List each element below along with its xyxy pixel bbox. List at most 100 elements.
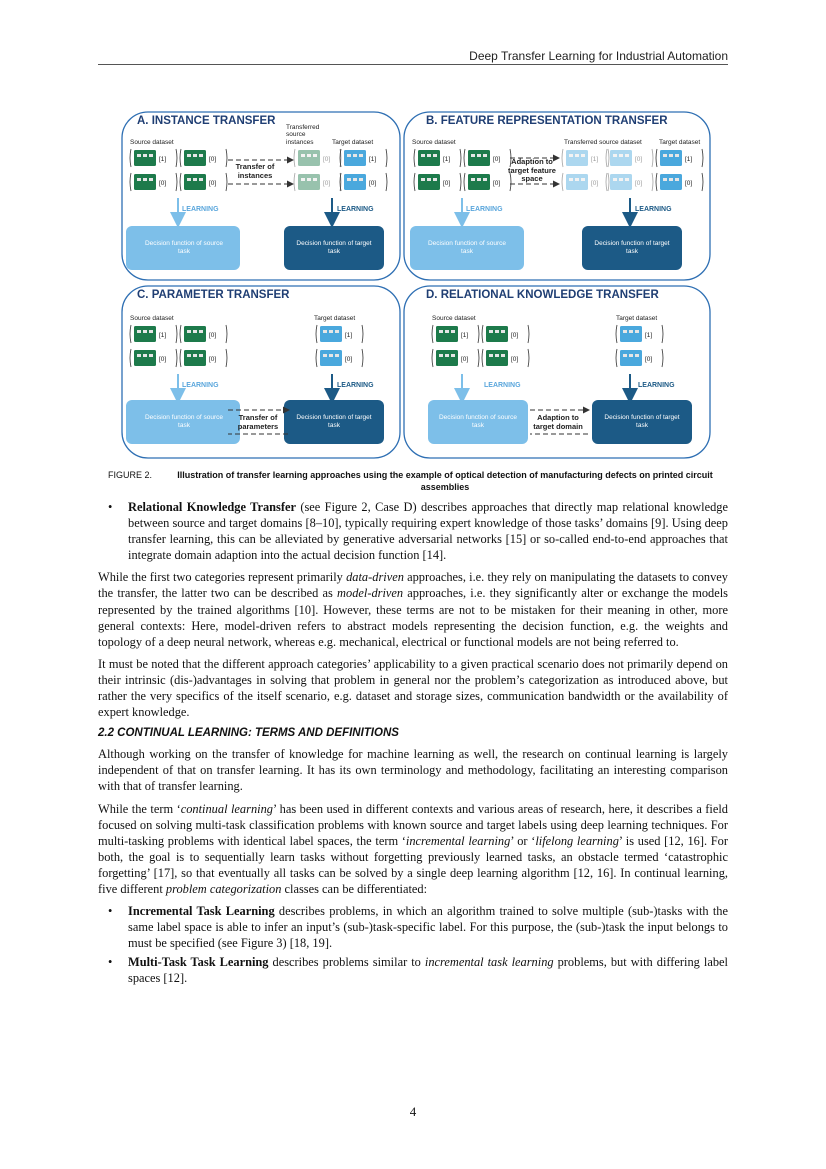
circuit-board-icon: [0] <box>339 172 388 192</box>
circuit-board-icon: [1] <box>129 148 178 168</box>
class-label: [0] <box>511 332 518 339</box>
class-label: [0] <box>591 180 598 187</box>
panel-d-source-label: Source dataset <box>432 315 476 322</box>
class-label: [1] <box>645 332 652 339</box>
bullet-term: Relational Knowledge Transfer <box>128 500 296 514</box>
class-label: [1] <box>461 332 468 339</box>
circuit-board-icon: [0] <box>179 324 228 344</box>
emphasis-data-driven: data-driven <box>346 570 404 585</box>
class-label: [0] <box>369 180 376 187</box>
class-label: [1] <box>345 332 352 339</box>
panel-b-target-decision-box <box>582 226 682 270</box>
panel-a-arrow-label: Transfer of instances <box>235 162 275 180</box>
circuit-board-icon: [0] <box>615 348 664 368</box>
class-label: [0] <box>493 156 500 163</box>
circuit-board-icon: [1] <box>339 148 388 168</box>
panel-c-box-right-text: Decision function of target task <box>296 414 372 430</box>
panel-b-middle-label: Transferred source dataset <box>564 139 642 146</box>
class-label: [0] <box>685 180 692 187</box>
panel-d-learning-right: LEARNING <box>638 382 675 389</box>
panel-b-box-right-text: Decision function of target task <box>594 240 670 256</box>
panel-d-source-decision-box <box>428 400 528 444</box>
paragraph-continual-terms: While the term ‘continual learning’ has … <box>98 801 729 896</box>
emphasis-model-driven: model-driven <box>337 586 404 601</box>
class-label: [1] <box>685 156 692 163</box>
circuit-board-icon: [0] <box>561 172 610 192</box>
circuit-board-icon: [1] <box>655 148 704 168</box>
panel-c-arrow-label: Transfer of parameters <box>237 413 279 431</box>
panel-a-middle-label: Transferred source instances <box>286 124 320 146</box>
panel-b-source-label: Source dataset <box>412 139 456 146</box>
figure-2: [1] [0] [0] [0] [0] [0] [1] [0] [1] [0] [0] [0] [1] [… <box>120 110 712 462</box>
panel-a-source-decision-box <box>126 226 240 270</box>
section-heading: 2.2 CONTINUAL LEARNING: TERMS AND DEFINI… <box>98 727 399 740</box>
class-label: [0] <box>159 356 166 363</box>
circuit-board-icon: [0] <box>179 348 228 368</box>
class-label: [0] <box>323 156 330 163</box>
class-label: [1] <box>443 156 450 163</box>
circuit-board-icon: [0] <box>431 348 480 368</box>
caption-text: Illustration of transfer learning approa… <box>177 470 713 492</box>
class-label: [1] <box>591 156 598 163</box>
panel-b-target-label: Target dataset <box>659 139 701 146</box>
bullet-incremental-task-learning: Incremental Task Learning describes prob… <box>98 903 728 951</box>
class-label: [1] <box>159 156 166 163</box>
circuit-board-icon: [0] <box>315 348 364 368</box>
caption-number: FIGURE 2. <box>108 470 153 480</box>
panel-a-learning-left: LEARNING <box>182 206 219 213</box>
class-label: [0] <box>209 332 216 339</box>
paragraph-applicability: It must be noted that the different appr… <box>98 656 728 720</box>
panel-b-learning-left: LEARNING <box>466 206 503 213</box>
panel-b-title: B. FEATURE REPRESENTATION TRANSFER <box>426 115 668 127</box>
class-label: [0] <box>635 156 642 163</box>
bullet-multi-task-task-learning: Multi-Task Task Learning describes probl… <box>98 954 728 986</box>
circuit-board-icon: [0] <box>179 148 228 168</box>
circuit-board-icons: [1] [0] [0] [0] [0] [0] [1] [0] [1] [0] [0] [0] [1] [… <box>129 148 704 368</box>
class-label: [0] <box>209 156 216 163</box>
panel-d-learning-left: LEARNING <box>484 382 521 389</box>
panel-b-box-left-text: Decision function of source task <box>427 240 507 256</box>
circuit-board-icon: [1] <box>561 148 610 168</box>
class-label: [0] <box>511 356 518 363</box>
panel-a-learning-right: LEARNING <box>337 206 374 213</box>
class-label: [1] <box>369 156 376 163</box>
bullet-relational-knowledge-transfer: Relational Knowledge Transfer (see Figur… <box>98 499 728 563</box>
panel-c-box-left-text: Decision function of source task <box>144 414 224 430</box>
running-header: Deep Transfer Learning for Industrial Au… <box>469 49 728 63</box>
page-number: 4 <box>409 1104 417 1119</box>
panel-b-arrow-label: Adaption to target feature space <box>508 157 556 184</box>
class-label: [0] <box>493 180 500 187</box>
circuit-board-icon: [0] <box>481 324 530 344</box>
circuit-board-icon: [0] <box>481 348 530 368</box>
circuit-board-icon: [0] <box>179 172 228 192</box>
panel-d-box-right-text: Decision function of target task <box>604 414 680 430</box>
panel-a-target-decision-box <box>284 226 384 270</box>
class-label: [0] <box>345 356 352 363</box>
panel-a-target-label: Target dataset <box>332 139 374 146</box>
panel-d-arrow-label: Adaption to target domain <box>533 413 583 431</box>
panel-c-source-label: Source dataset <box>130 315 174 322</box>
circuit-board-icon: [1] <box>413 148 462 168</box>
panel-b-source-decision-box <box>410 226 524 270</box>
circuit-board-icon: [1] <box>431 324 480 344</box>
class-label: [0] <box>159 180 166 187</box>
circuit-board-icon: [0] <box>605 172 654 192</box>
panel-d-box-left-text: Decision function of source task <box>438 414 518 430</box>
panel-c-target-decision-box <box>284 400 384 444</box>
circuit-board-icon: [0] <box>129 172 178 192</box>
circuit-board-icon: [0] <box>129 348 178 368</box>
panel-a-box-right-text: Decision function of target task <box>296 240 372 256</box>
circuit-board-icon: [0] <box>463 172 512 192</box>
panel-d-target-decision-box <box>592 400 692 444</box>
panel-a-box-left-text: Decision function of source task <box>144 240 224 256</box>
panel-d-target-label: Target dataset <box>616 315 658 322</box>
panel-c-learning-right: LEARNING <box>337 382 374 389</box>
panel-a-source-label: Source dataset <box>130 139 174 146</box>
class-label: [0] <box>209 356 216 363</box>
circuit-board-icon: [0] <box>605 148 654 168</box>
panel-b-learning-right: LEARNING <box>635 206 672 213</box>
class-label: [0] <box>635 180 642 187</box>
circuit-board-icon: [1] <box>129 324 178 344</box>
circuit-board-icon: [1] <box>315 324 364 344</box>
bullet-list-continual: Incremental Task Learning describes prob… <box>98 903 728 986</box>
